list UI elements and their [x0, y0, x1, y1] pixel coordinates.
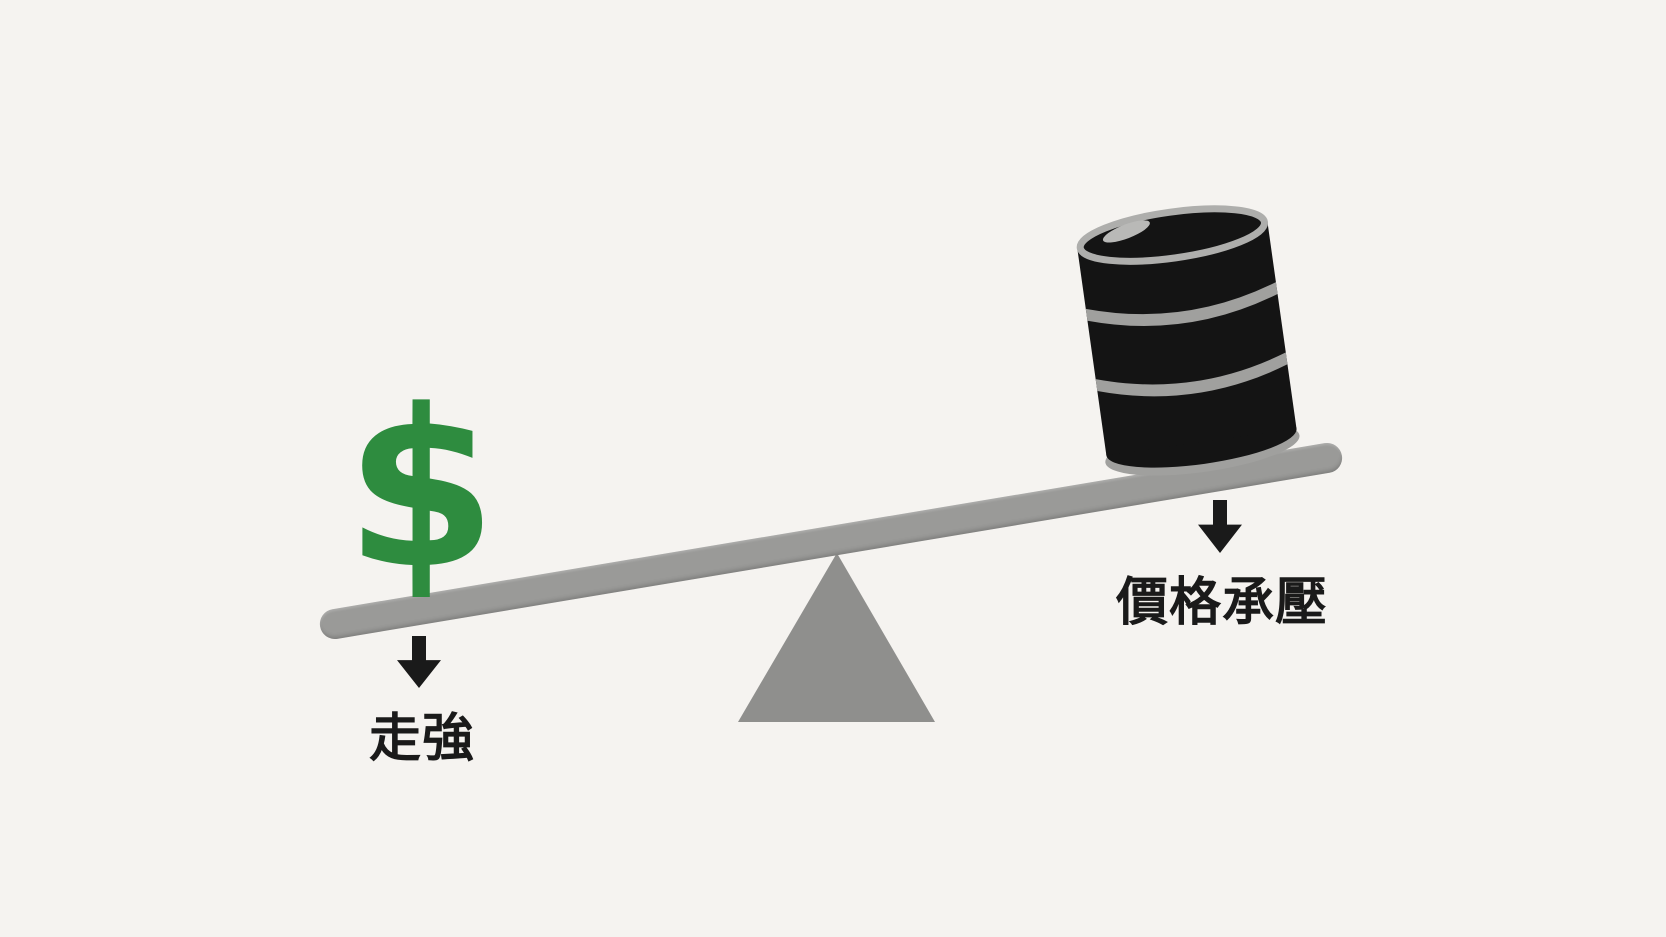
oil-barrel-icon — [1076, 205, 1300, 476]
left-label: 走強 — [368, 709, 475, 769]
right-label: 價格承壓 — [1115, 573, 1328, 633]
down-arrow-icon — [397, 636, 441, 688]
dollar-sign: $ — [345, 364, 497, 617]
down-arrow-icon — [1198, 500, 1242, 553]
seesaw-fulcrum — [738, 553, 935, 722]
